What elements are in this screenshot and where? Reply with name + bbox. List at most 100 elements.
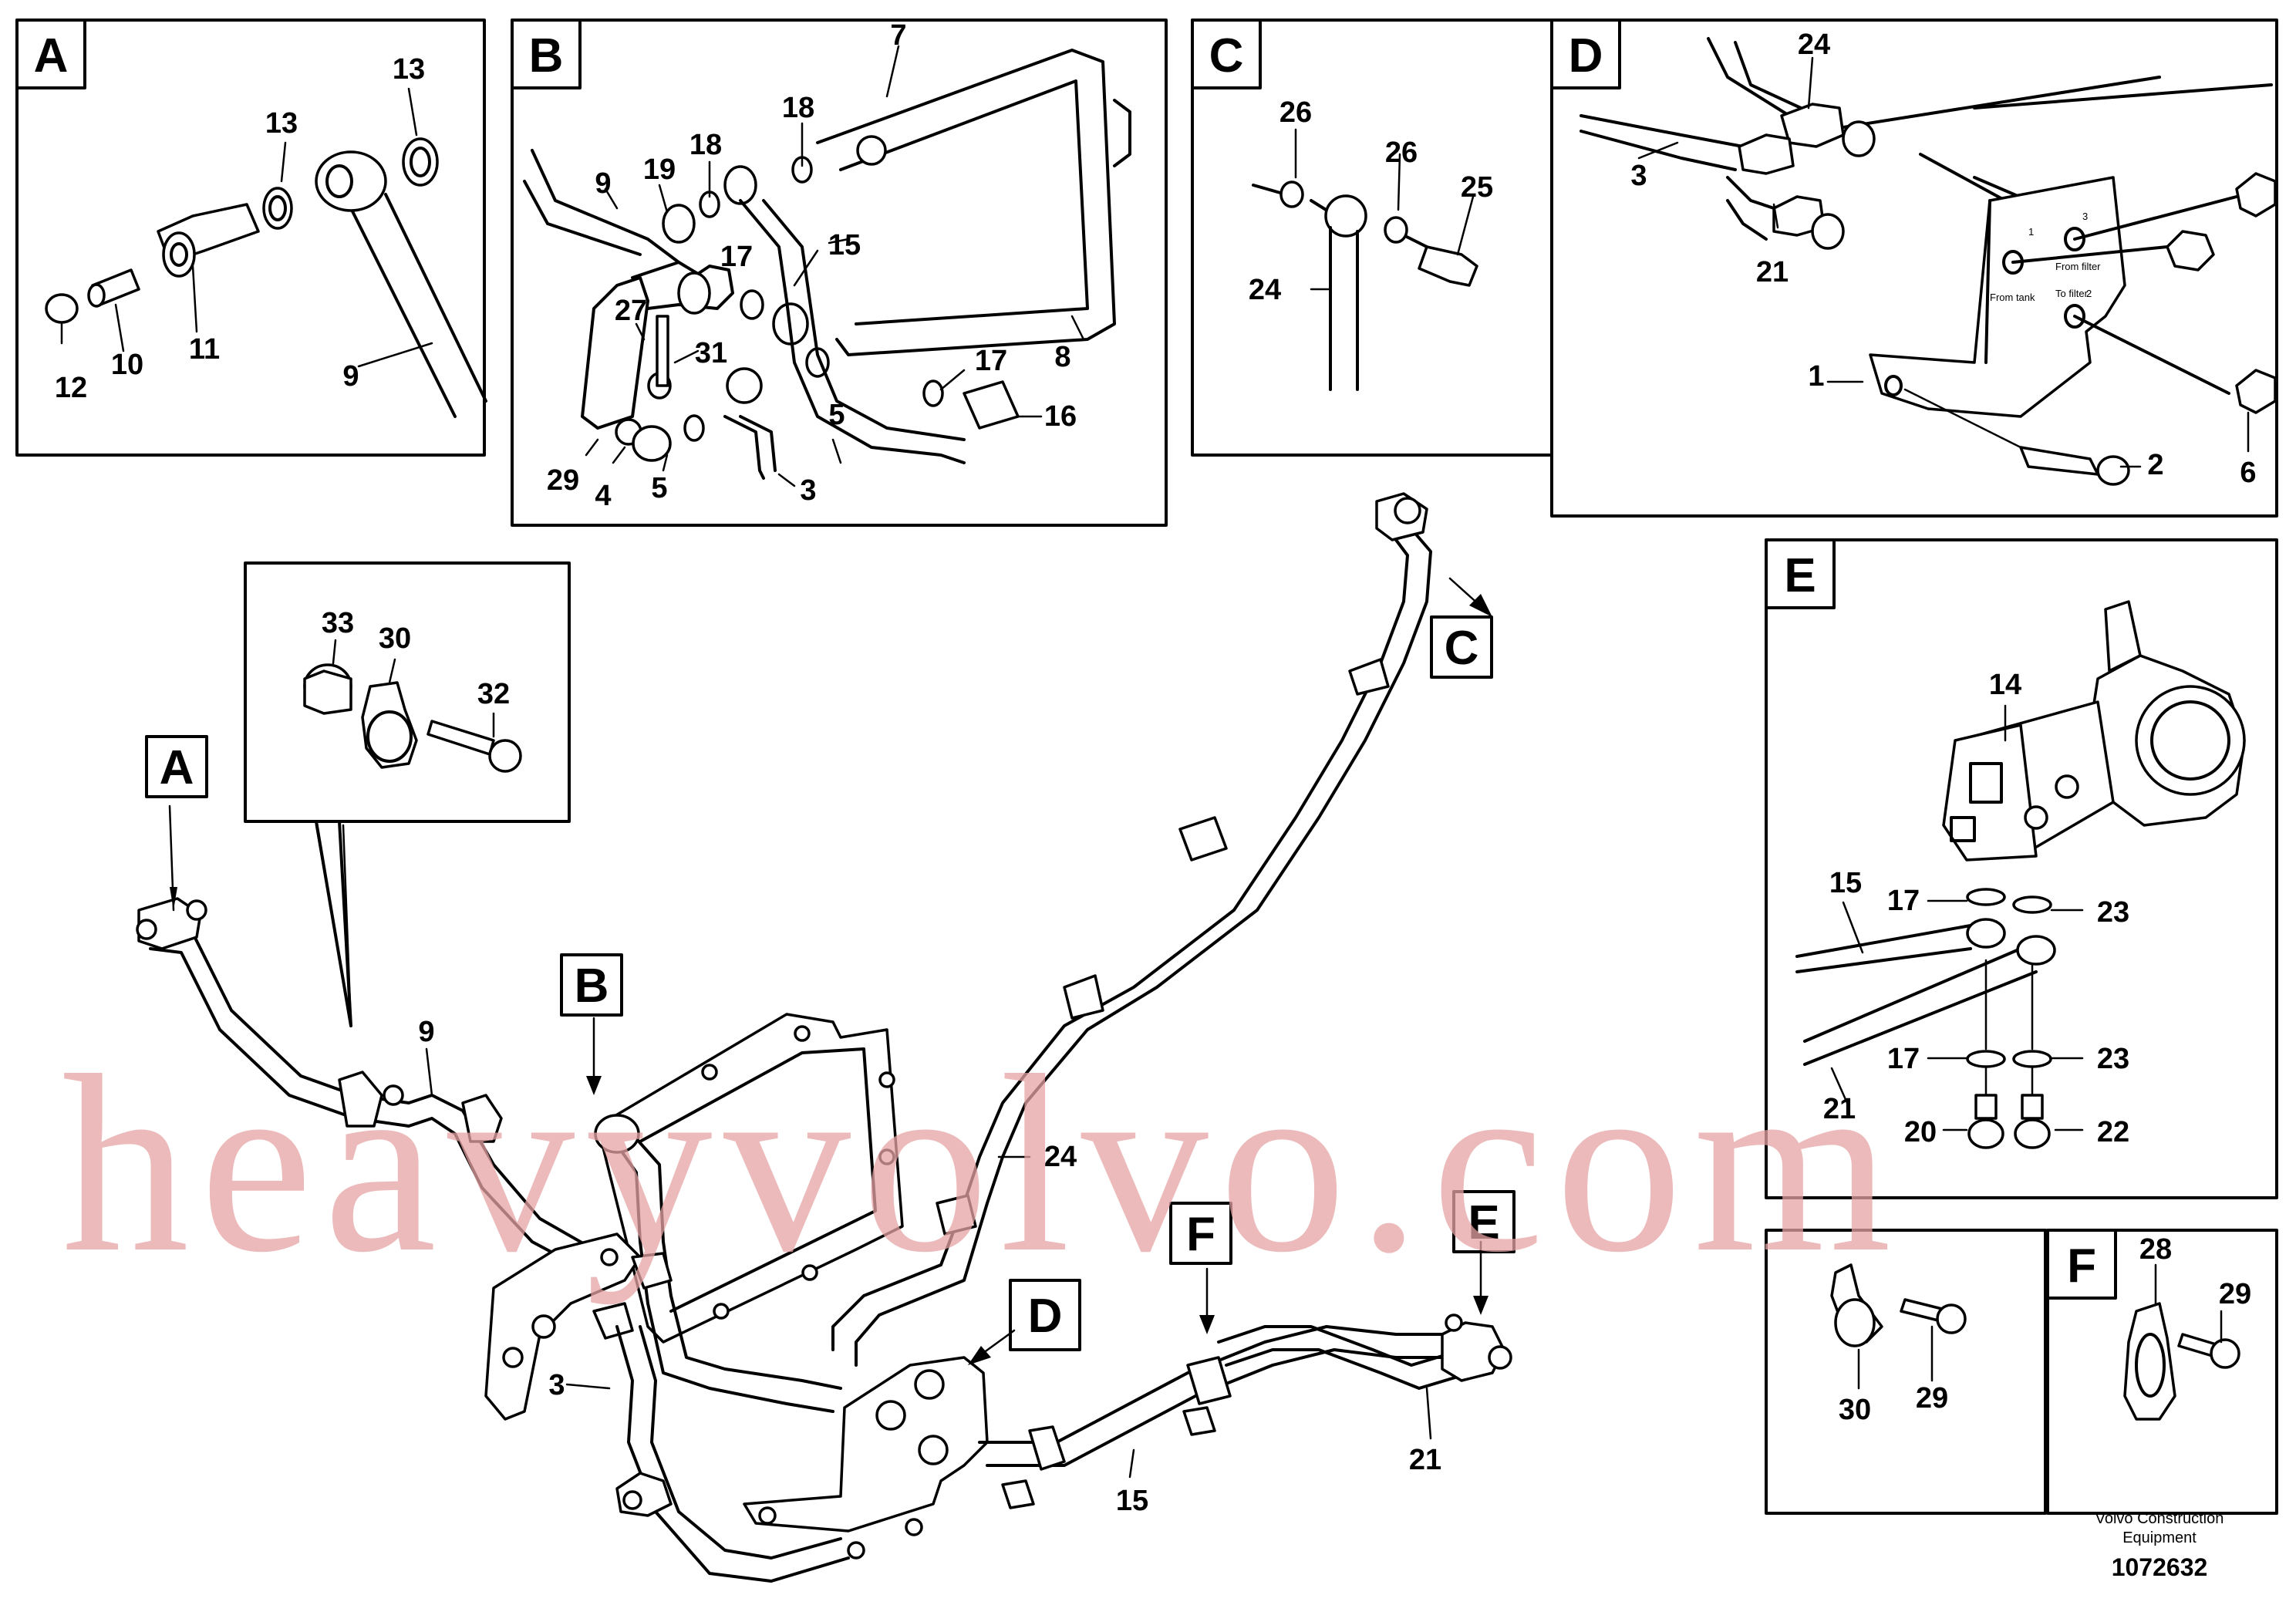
main-pipe-9 xyxy=(149,916,626,1282)
panel-a: A 13 13 12 10 11 9 xyxy=(15,19,487,457)
main-label-b: B xyxy=(575,959,609,1013)
callout-clip-32: 32 xyxy=(477,678,510,710)
panel-c: C 26 26 25 24 xyxy=(1191,19,1553,457)
panel-f-label: F xyxy=(2067,1239,2096,1293)
watermark: heavyvolvo.com xyxy=(62,1023,1902,1305)
panel-e-label: E xyxy=(1784,549,1816,602)
figure-number: 1072632 xyxy=(2112,1553,2208,1581)
panel-c-frame xyxy=(1191,19,1553,457)
callout-b-17a: 17 xyxy=(720,241,753,273)
panel-a-label: A xyxy=(34,29,69,83)
panel-e-frame xyxy=(1765,538,2278,1199)
panel-b-frame xyxy=(511,19,1168,527)
callout-b-16: 16 xyxy=(1044,400,1077,433)
panel-e: E 14 15 17 23 2 xyxy=(1765,538,2278,1199)
callout-e-20: 20 xyxy=(1904,1116,1937,1148)
callout-e-22: 22 xyxy=(2097,1116,2129,1148)
callout-e-15: 15 xyxy=(1829,867,1862,899)
callout-d-2: 2 xyxy=(2147,449,2163,481)
panel-a-label-box xyxy=(15,19,86,89)
panel-clip-detail: 33 30 32 xyxy=(244,561,571,1027)
main-bracket-1 xyxy=(743,1356,989,1533)
callout-e-14: 14 xyxy=(1989,669,2021,701)
callout-b-31: 31 xyxy=(695,337,727,369)
callout-b-18b: 18 xyxy=(689,129,722,161)
plate-port-3: 3 xyxy=(2082,211,2088,222)
callout-f1-30: 30 xyxy=(1839,1394,1871,1426)
callout-e-21: 21 xyxy=(1823,1093,1856,1125)
panel-b-label: B xyxy=(529,29,564,83)
panel-c-label-box xyxy=(1191,19,1262,89)
publisher-line1: Volvo Construction xyxy=(2095,1510,2224,1527)
panel-d-frame xyxy=(1550,19,2278,518)
callout-b-8: 8 xyxy=(1054,341,1070,373)
panel-a-frame xyxy=(15,19,486,457)
panel-f2-frame xyxy=(2046,1229,2278,1515)
main-label-b-box xyxy=(560,953,623,1017)
main-assembly: A B C D E F 9 24 3 15 21 xyxy=(136,492,1515,1583)
callout-main-3: 3 xyxy=(548,1369,565,1401)
panel-b-label-box xyxy=(511,19,582,89)
callout-d-24: 24 xyxy=(1798,29,1830,61)
callout-f2-29: 29 xyxy=(2219,1278,2251,1310)
plate-from-filter: From filter xyxy=(2055,261,2101,272)
callout-b-15: 15 xyxy=(828,229,861,261)
callout-b-29: 29 xyxy=(547,464,579,497)
callout-main-24: 24 xyxy=(1044,1141,1077,1173)
pump-14 xyxy=(1942,600,2246,862)
callout-b-5b: 5 xyxy=(828,399,845,431)
callout-d-1: 1 xyxy=(1808,360,1824,393)
plate-from-tank: From tank xyxy=(1990,292,2035,303)
callout-f1-29: 29 xyxy=(1916,1382,1948,1415)
callout-b-7: 7 xyxy=(890,19,906,52)
panel-f-label-box xyxy=(2046,1229,2117,1300)
main-label-a: A xyxy=(160,741,194,794)
callout-f2-28: 28 xyxy=(2139,1233,2172,1266)
panel-f1-frame xyxy=(1765,1229,2047,1515)
publisher-line2: Equipment xyxy=(2122,1529,2197,1546)
callout-b-3: 3 xyxy=(800,474,816,507)
clip-frame xyxy=(244,561,571,823)
panel-c-label: C xyxy=(1209,29,1244,83)
plate-port-2: 2 xyxy=(2086,288,2092,299)
callout-e-23b: 23 xyxy=(2097,1043,2129,1075)
pipe-9 xyxy=(349,193,487,418)
callout-b-19: 19 xyxy=(643,153,676,186)
callout-main-21: 21 xyxy=(1409,1444,1441,1476)
main-label-d: D xyxy=(1028,1290,1063,1343)
callout-b-27: 27 xyxy=(615,295,647,327)
panel-f-clip: 30 29 xyxy=(1765,1229,2047,1515)
main-label-f-box xyxy=(1169,1202,1232,1265)
panel-f: F 28 29 xyxy=(2046,1229,2278,1515)
panel-b: B 7 18 9 19 18 xyxy=(511,19,1168,527)
callout-e-17a: 17 xyxy=(1887,885,1920,917)
main-label-f: F xyxy=(1186,1208,1215,1261)
callout-main-9: 9 xyxy=(418,1016,434,1048)
main-label-e-box xyxy=(1452,1190,1515,1253)
callout-clip-33: 33 xyxy=(322,607,354,639)
main-label-c-box xyxy=(1430,615,1493,679)
callout-e-23a: 23 xyxy=(2097,896,2129,929)
callout-b-17b: 17 xyxy=(975,345,1007,377)
callout-d-6: 6 xyxy=(2240,457,2256,489)
panel-d: D 1 3 2 From tank From filter To filter xyxy=(1550,19,2278,518)
callout-a-13b: 13 xyxy=(265,107,298,140)
callout-c-25: 25 xyxy=(1461,171,1493,204)
plate-port-1: 1 xyxy=(2028,226,2034,238)
callout-a-10: 10 xyxy=(111,349,143,381)
main-label-e: E xyxy=(1468,1196,1499,1249)
callout-b-4: 4 xyxy=(595,480,611,512)
plate-to-filter: To filter xyxy=(2055,288,2089,299)
main-label-a-box xyxy=(145,735,208,798)
callout-d-21: 21 xyxy=(1756,256,1789,288)
callout-c-26b: 26 xyxy=(1385,137,1418,169)
callout-a-12: 12 xyxy=(55,372,87,404)
callout-a-11: 11 xyxy=(189,333,220,366)
callout-a-9: 9 xyxy=(342,360,359,393)
callout-a-13a: 13 xyxy=(393,53,425,86)
callout-c-26a: 26 xyxy=(1279,96,1312,129)
callout-clip-30: 30 xyxy=(379,622,411,655)
callout-c-24: 24 xyxy=(1249,274,1281,306)
